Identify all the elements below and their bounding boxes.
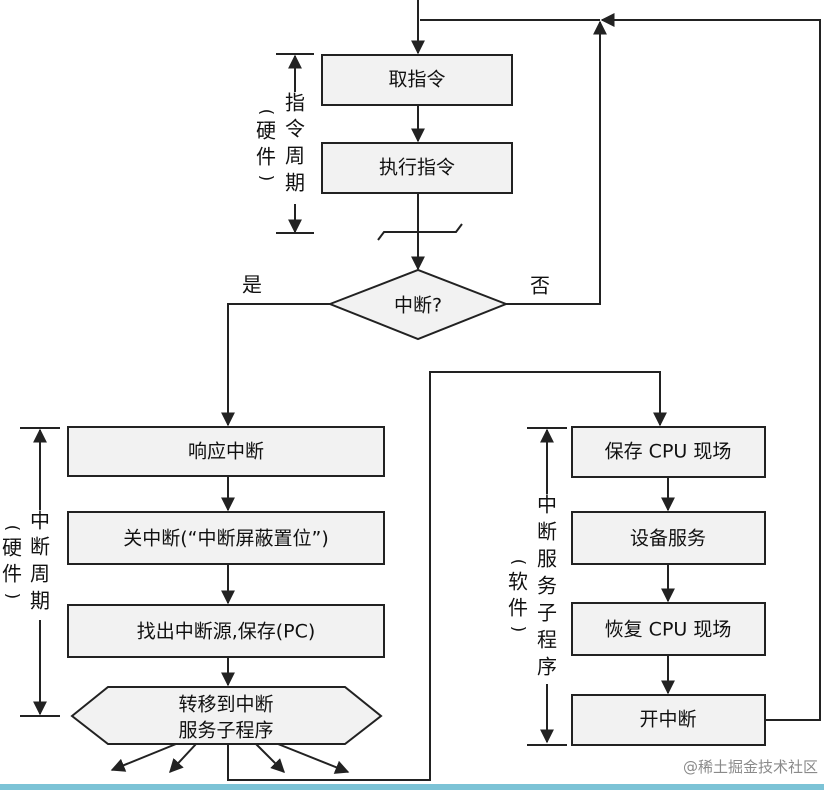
isr-char: 序 (537, 655, 557, 679)
route-to-isr (227, 371, 667, 781)
instruction-cycle-char: 期 (285, 171, 305, 195)
interrupt-decision-label: 中断? (394, 295, 442, 317)
interrupt-cycle-char: 中 (30, 509, 50, 533)
isr-char: 子 (537, 601, 557, 625)
paren-close: ) (508, 626, 528, 633)
software-char: 件 (508, 596, 528, 620)
disable-interrupt-label: 关中断(“中断屏蔽置位”) (123, 528, 329, 550)
device-service-box (571, 511, 766, 565)
isr-label-bg (535, 494, 559, 684)
isr-label: 中 断 服 务 子 程 序 (537, 493, 557, 679)
isr-char: 断 (537, 520, 557, 544)
instruction-cycle-hardware-label: ( 硬 件 ) (256, 109, 276, 182)
execute-instruction-box (321, 142, 513, 194)
instruction-cycle-char: 指 (285, 91, 305, 115)
interrupt-cycle-char: 断 (30, 535, 50, 559)
yes-branch-line (221, 303, 330, 427)
no-branch-line (506, 20, 607, 305)
fetch-instruction-box (321, 54, 513, 106)
restore-cpu-context-label: 恢复 CPU 现场 (605, 619, 732, 641)
isr-software-label: ( 软 件 ) (508, 559, 528, 633)
paren-open: ( (508, 559, 528, 566)
find-source-box (67, 604, 385, 658)
disable-interrupt-box (67, 511, 385, 565)
bottom-strip (0, 784, 824, 790)
hardware-char: 硬 (2, 536, 22, 560)
fanout-arrow (169, 743, 197, 774)
return-to-main-line (600, 13, 821, 721)
save-cpu-context-box (571, 426, 766, 478)
save-cpu-context-label: 保存 CPU 现场 (605, 441, 732, 463)
software-char: 软 (508, 570, 528, 594)
transfer-to-isr-hexagon (70, 686, 383, 745)
paren-close: ) (256, 175, 276, 182)
find-source-label: 找出中断源,保存(PC) (137, 621, 316, 643)
interrupt-cycle-hardware-label: ( 硬 件 ) (2, 525, 22, 600)
isr-char: 程 (537, 628, 557, 652)
yes-branch-label: 是 (242, 273, 262, 297)
paren-close: ) (2, 593, 22, 600)
instruction-cycle-label: 指 令 周 期 (285, 91, 305, 195)
respond-interrupt-label: 响应中断 (188, 441, 264, 463)
watermark: @稀土掘金技术社区 (683, 758, 818, 776)
no-branch-label: 否 (530, 274, 550, 298)
device-service-label: 设备服务 (630, 528, 706, 550)
instruction-cycle-char: 令 (285, 117, 305, 141)
interrupt-cycle-label-bg (28, 510, 52, 620)
hardware-char: 硬 (256, 119, 276, 143)
execute-instruction-label: 执行指令 (379, 157, 455, 179)
hardware-char: 件 (2, 562, 22, 586)
respond-interrupt-box (67, 426, 385, 477)
fanout-arrow (255, 743, 285, 773)
instruction-cycle-char: 周 (285, 144, 305, 168)
interrupt-cycle-char: 期 (30, 589, 50, 613)
paren-open: ( (2, 525, 22, 532)
isr-char: 务 (537, 574, 557, 598)
paren-open: ( (256, 109, 276, 116)
enable-interrupt-label: 开中断 (639, 709, 696, 731)
interrupt-cycle-label: 中 断 周 期 (30, 509, 50, 613)
hardware-char: 件 (256, 145, 276, 169)
interrupt-cycle-char: 周 (30, 562, 50, 586)
isr-char: 服 (537, 547, 557, 571)
instruction-cycle-label-bg (283, 92, 307, 204)
cycle-boundary-mark (377, 223, 463, 241)
transfer-to-isr-label-line1: 转移到中断 (178, 694, 273, 716)
fanout-arrow (110, 743, 177, 772)
fanout-arrow (277, 743, 350, 774)
isr-char: 中 (537, 493, 557, 517)
transfer-to-isr-label-line2: 服务子程序 (178, 720, 273, 742)
fetch-instruction-label: 取指令 (388, 69, 445, 91)
